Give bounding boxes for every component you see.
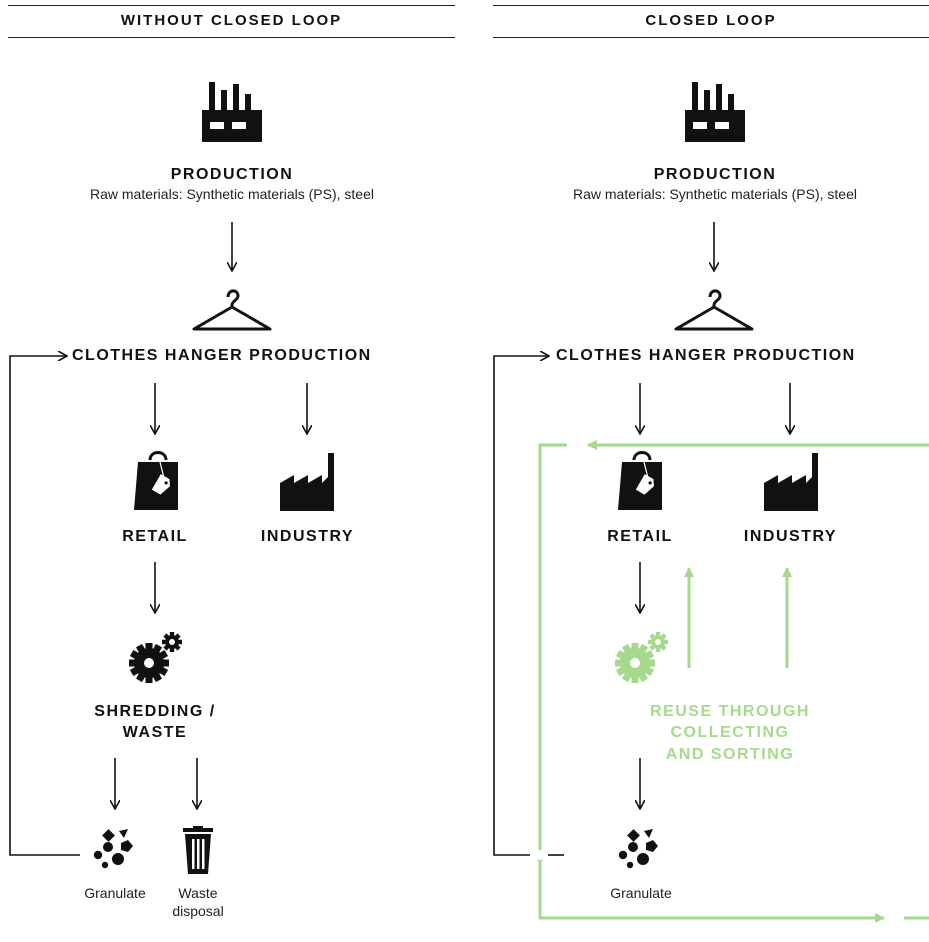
shopping-bag-icon <box>132 451 180 512</box>
industry-icon <box>280 453 334 511</box>
granulate-caption: Granulate <box>84 885 146 901</box>
header-rule-bottom <box>8 37 455 38</box>
trash-can-icon <box>183 826 213 874</box>
shredding-label-line2: WASTE <box>122 724 188 741</box>
factory-icon <box>685 82 745 142</box>
granulate-icon <box>618 829 658 869</box>
panel-title: WITHOUT CLOSED LOOP <box>120 12 343 29</box>
raw-materials-text: Raw materials: Synthetic materials (PS),… <box>573 186 857 202</box>
raw-materials-text: Raw materials: Synthetic materials (PS),… <box>90 186 374 202</box>
industry-label: INDUSTRY <box>743 528 838 545</box>
header-rule-bottom <box>493 37 929 38</box>
hanger-icon <box>674 289 754 331</box>
retail-label: RETAIL <box>607 528 673 545</box>
gears-icon <box>615 632 668 683</box>
retail-label: RETAIL <box>122 528 188 545</box>
reuse-label-line2: COLLECTING <box>670 724 790 741</box>
reuse-label-line1: REUSE THROUGH <box>650 703 810 720</box>
industry-icon <box>764 453 818 511</box>
granulate-icon <box>93 829 133 869</box>
granulate-caption: Granulate <box>610 885 672 901</box>
shopping-bag-icon <box>616 451 664 512</box>
panel-title: CLOSED LOOP <box>645 12 777 29</box>
header-rule-top <box>8 5 455 6</box>
shredding-label-line1: SHREDDING / <box>94 703 216 720</box>
production-label: PRODUCTION <box>170 166 294 183</box>
header-rule-top <box>493 5 929 6</box>
production-label: PRODUCTION <box>653 166 777 183</box>
gears-icon <box>129 632 182 683</box>
industry-label: INDUSTRY <box>260 528 355 545</box>
waste-disposal-caption-line2: disposal <box>172 903 224 919</box>
hanger-icon <box>192 289 272 331</box>
hanger-production-label: CLOTHES HANGER PRODUCTION <box>556 347 856 364</box>
hanger-production-label: CLOTHES HANGER PRODUCTION <box>72 347 372 364</box>
panel-closed-loop: CLOSED LOOP PRODUCTION Raw materials: Sy… <box>470 0 929 942</box>
panel-without-closed-loop: WITHOUT CLOSED LOOP PRODUCTION Raw mater… <box>8 5 455 919</box>
factory-icon <box>202 82 262 142</box>
reuse-label-line3: AND SORTING <box>665 746 795 763</box>
waste-disposal-caption-line1: Waste <box>178 885 218 901</box>
